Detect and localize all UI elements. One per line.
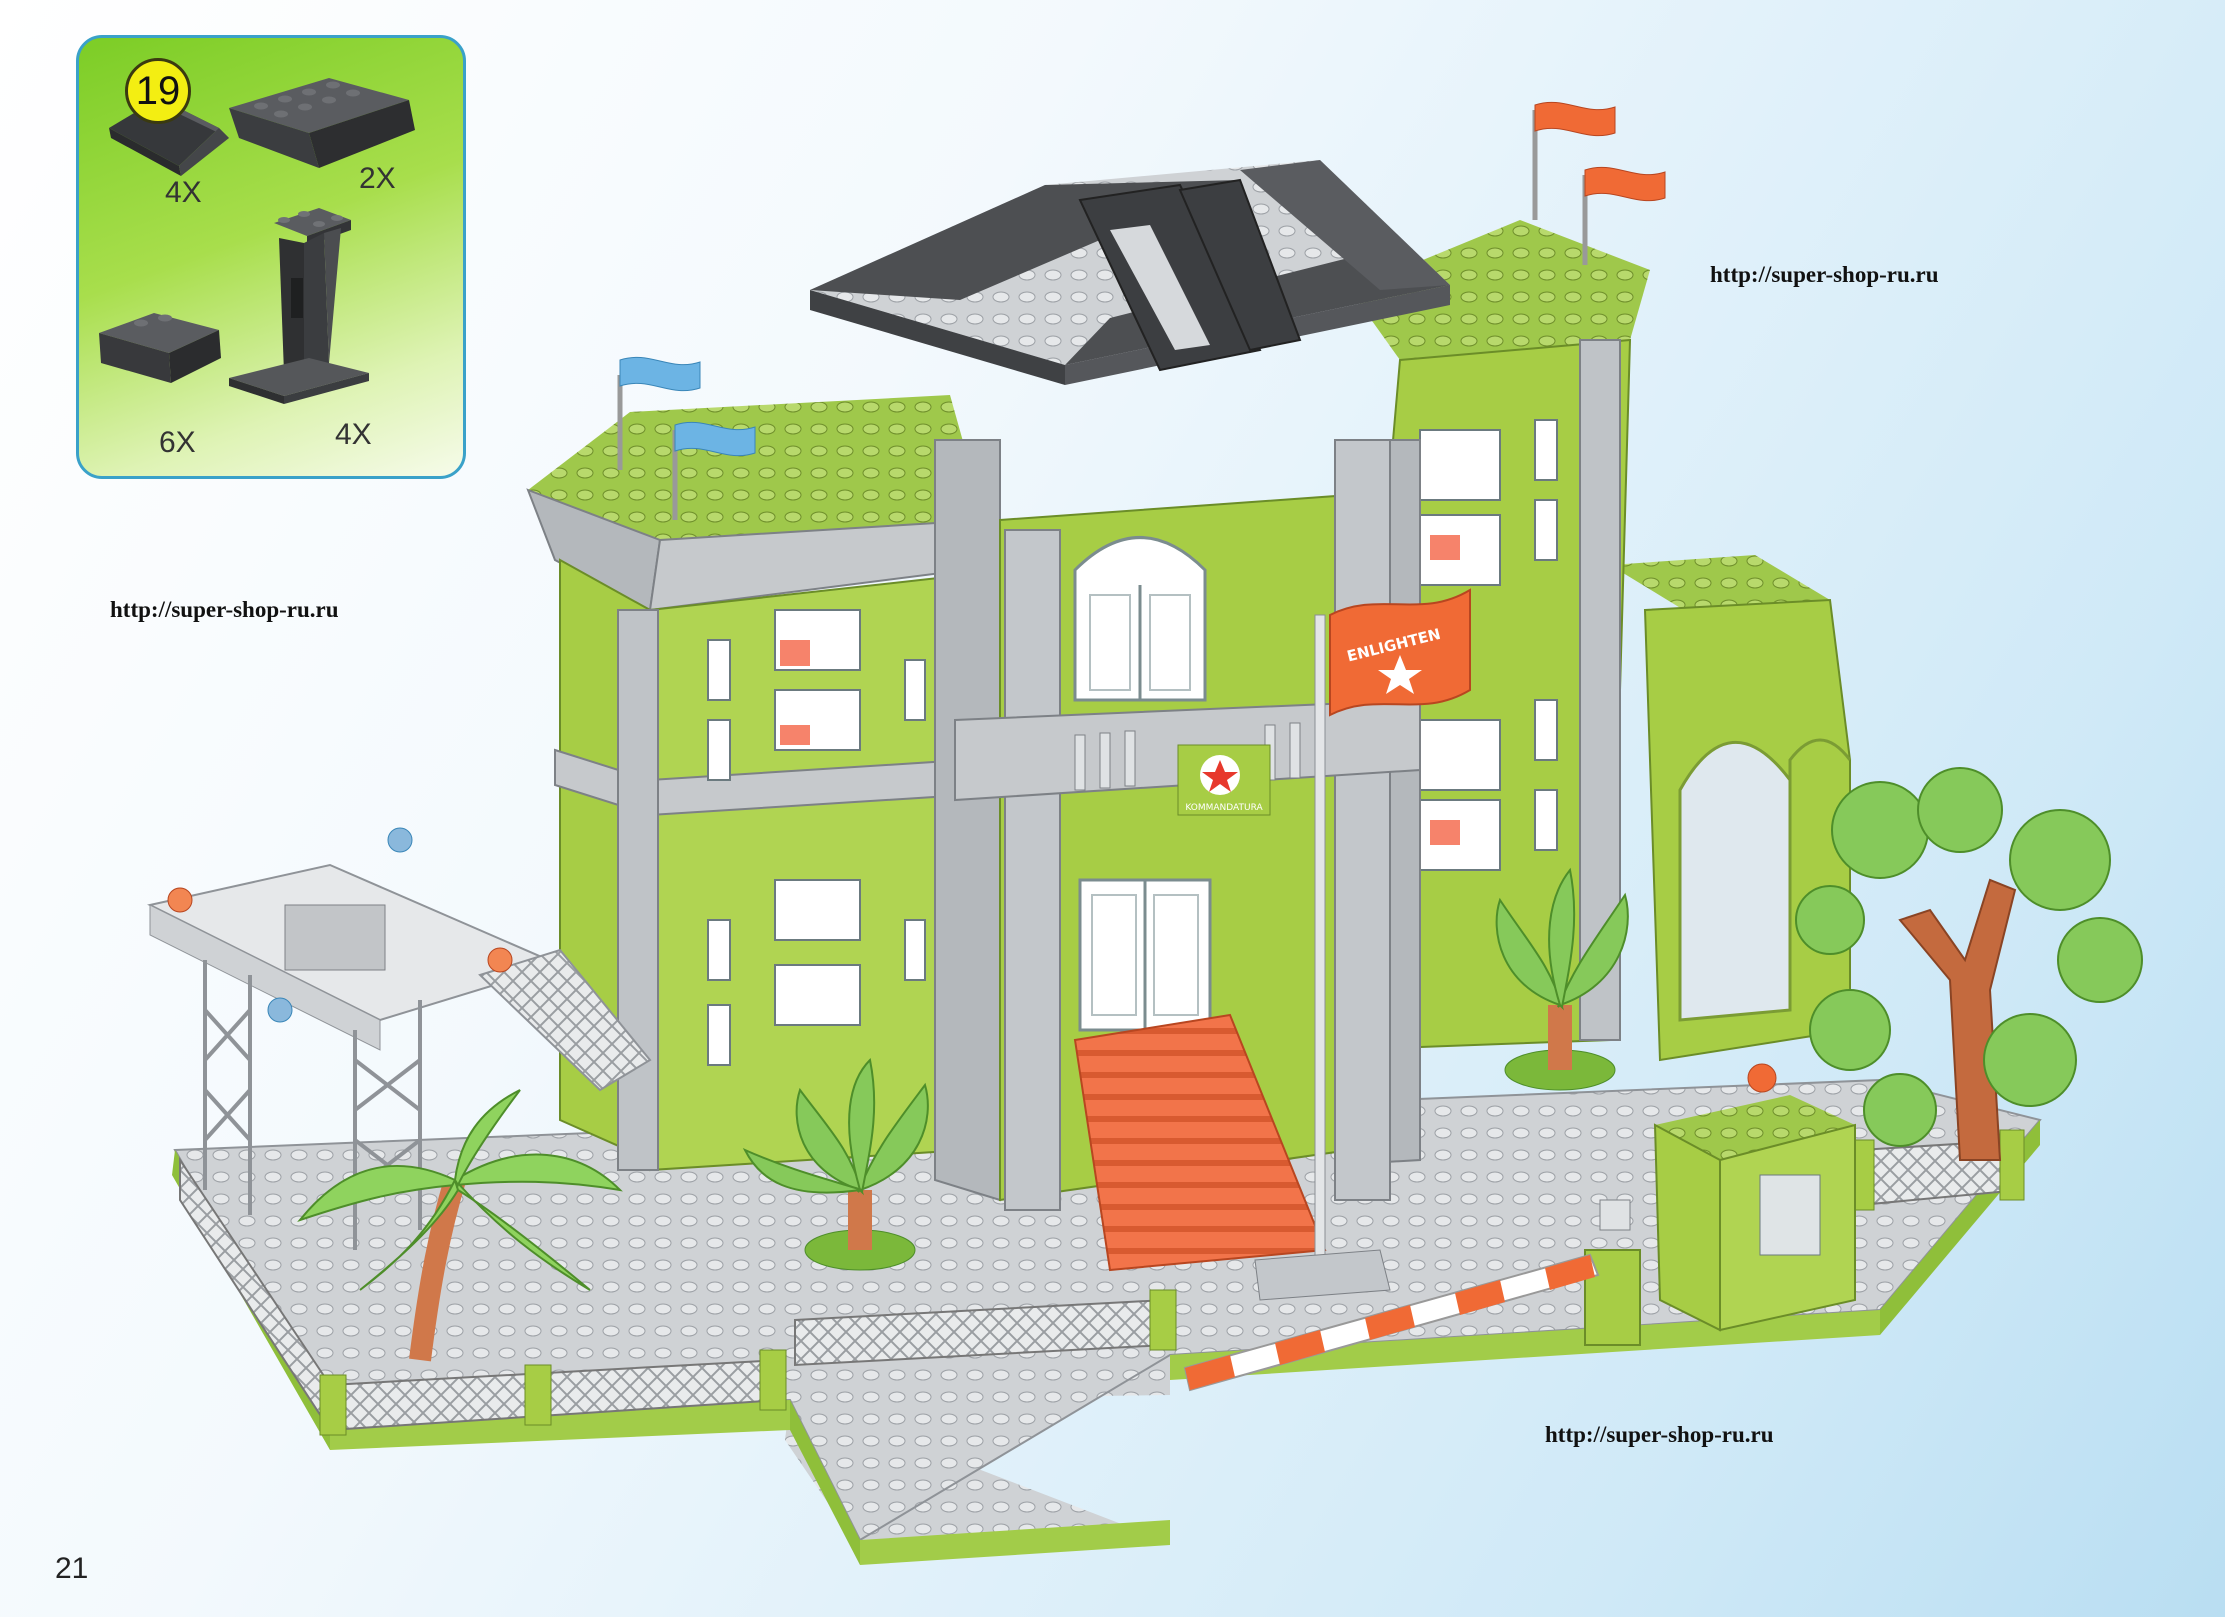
watermark-url: http://super-shop-ru.ru [110, 597, 339, 622]
front-fence-center [794, 1289, 1177, 1367]
support-pillar-part [229, 208, 369, 404]
side-wing-right [1610, 555, 1852, 1062]
part-quantity: 6X [159, 426, 196, 459]
orange-flag [1532, 101, 1666, 265]
guard-booth [1653, 1063, 1856, 1332]
step-number: 19 [135, 68, 181, 113]
parts-panel: 19 [76, 35, 466, 479]
page-number: 21 [55, 1552, 89, 1585]
step-number-badge: 19 [125, 58, 191, 124]
front-fence-left [179, 1156, 787, 1436]
enlighten-flag: ENLIGHTEN [1329, 588, 1471, 717]
part-quantity: 4X [335, 418, 372, 451]
palm-tree-left [297, 1089, 623, 1362]
watermark-url: http://super-shop-ru.ru [1710, 262, 1939, 287]
central-tower: KOMMANDATURA [810, 160, 1450, 1272]
lower-door [1078, 878, 1212, 1032]
part-quantity: 2X [359, 162, 396, 195]
potted-plant [1495, 867, 1629, 1091]
barrier-arm [1183, 1253, 1600, 1392]
lookout-tower [147, 827, 652, 1250]
blue-flag [617, 356, 756, 520]
tree-right [1795, 767, 2143, 1161]
upper-arched-door [1073, 536, 1207, 702]
kommandatura-emblem: KOMMANDATURA [1177, 744, 1271, 816]
barrier-gate [1183, 1199, 1641, 1392]
watermark-url: http://super-shop-ru.ru [1545, 1422, 1774, 1447]
part-quantity: 4X [165, 176, 202, 209]
emblem-text: KOMMANDATURA [1185, 803, 1263, 813]
small-slope-part [99, 313, 221, 383]
flagpole: ENLIGHTEN [1254, 588, 1471, 1301]
main-roof [810, 160, 1450, 385]
potted-plant [742, 1057, 929, 1271]
long-slope-part [229, 78, 415, 168]
